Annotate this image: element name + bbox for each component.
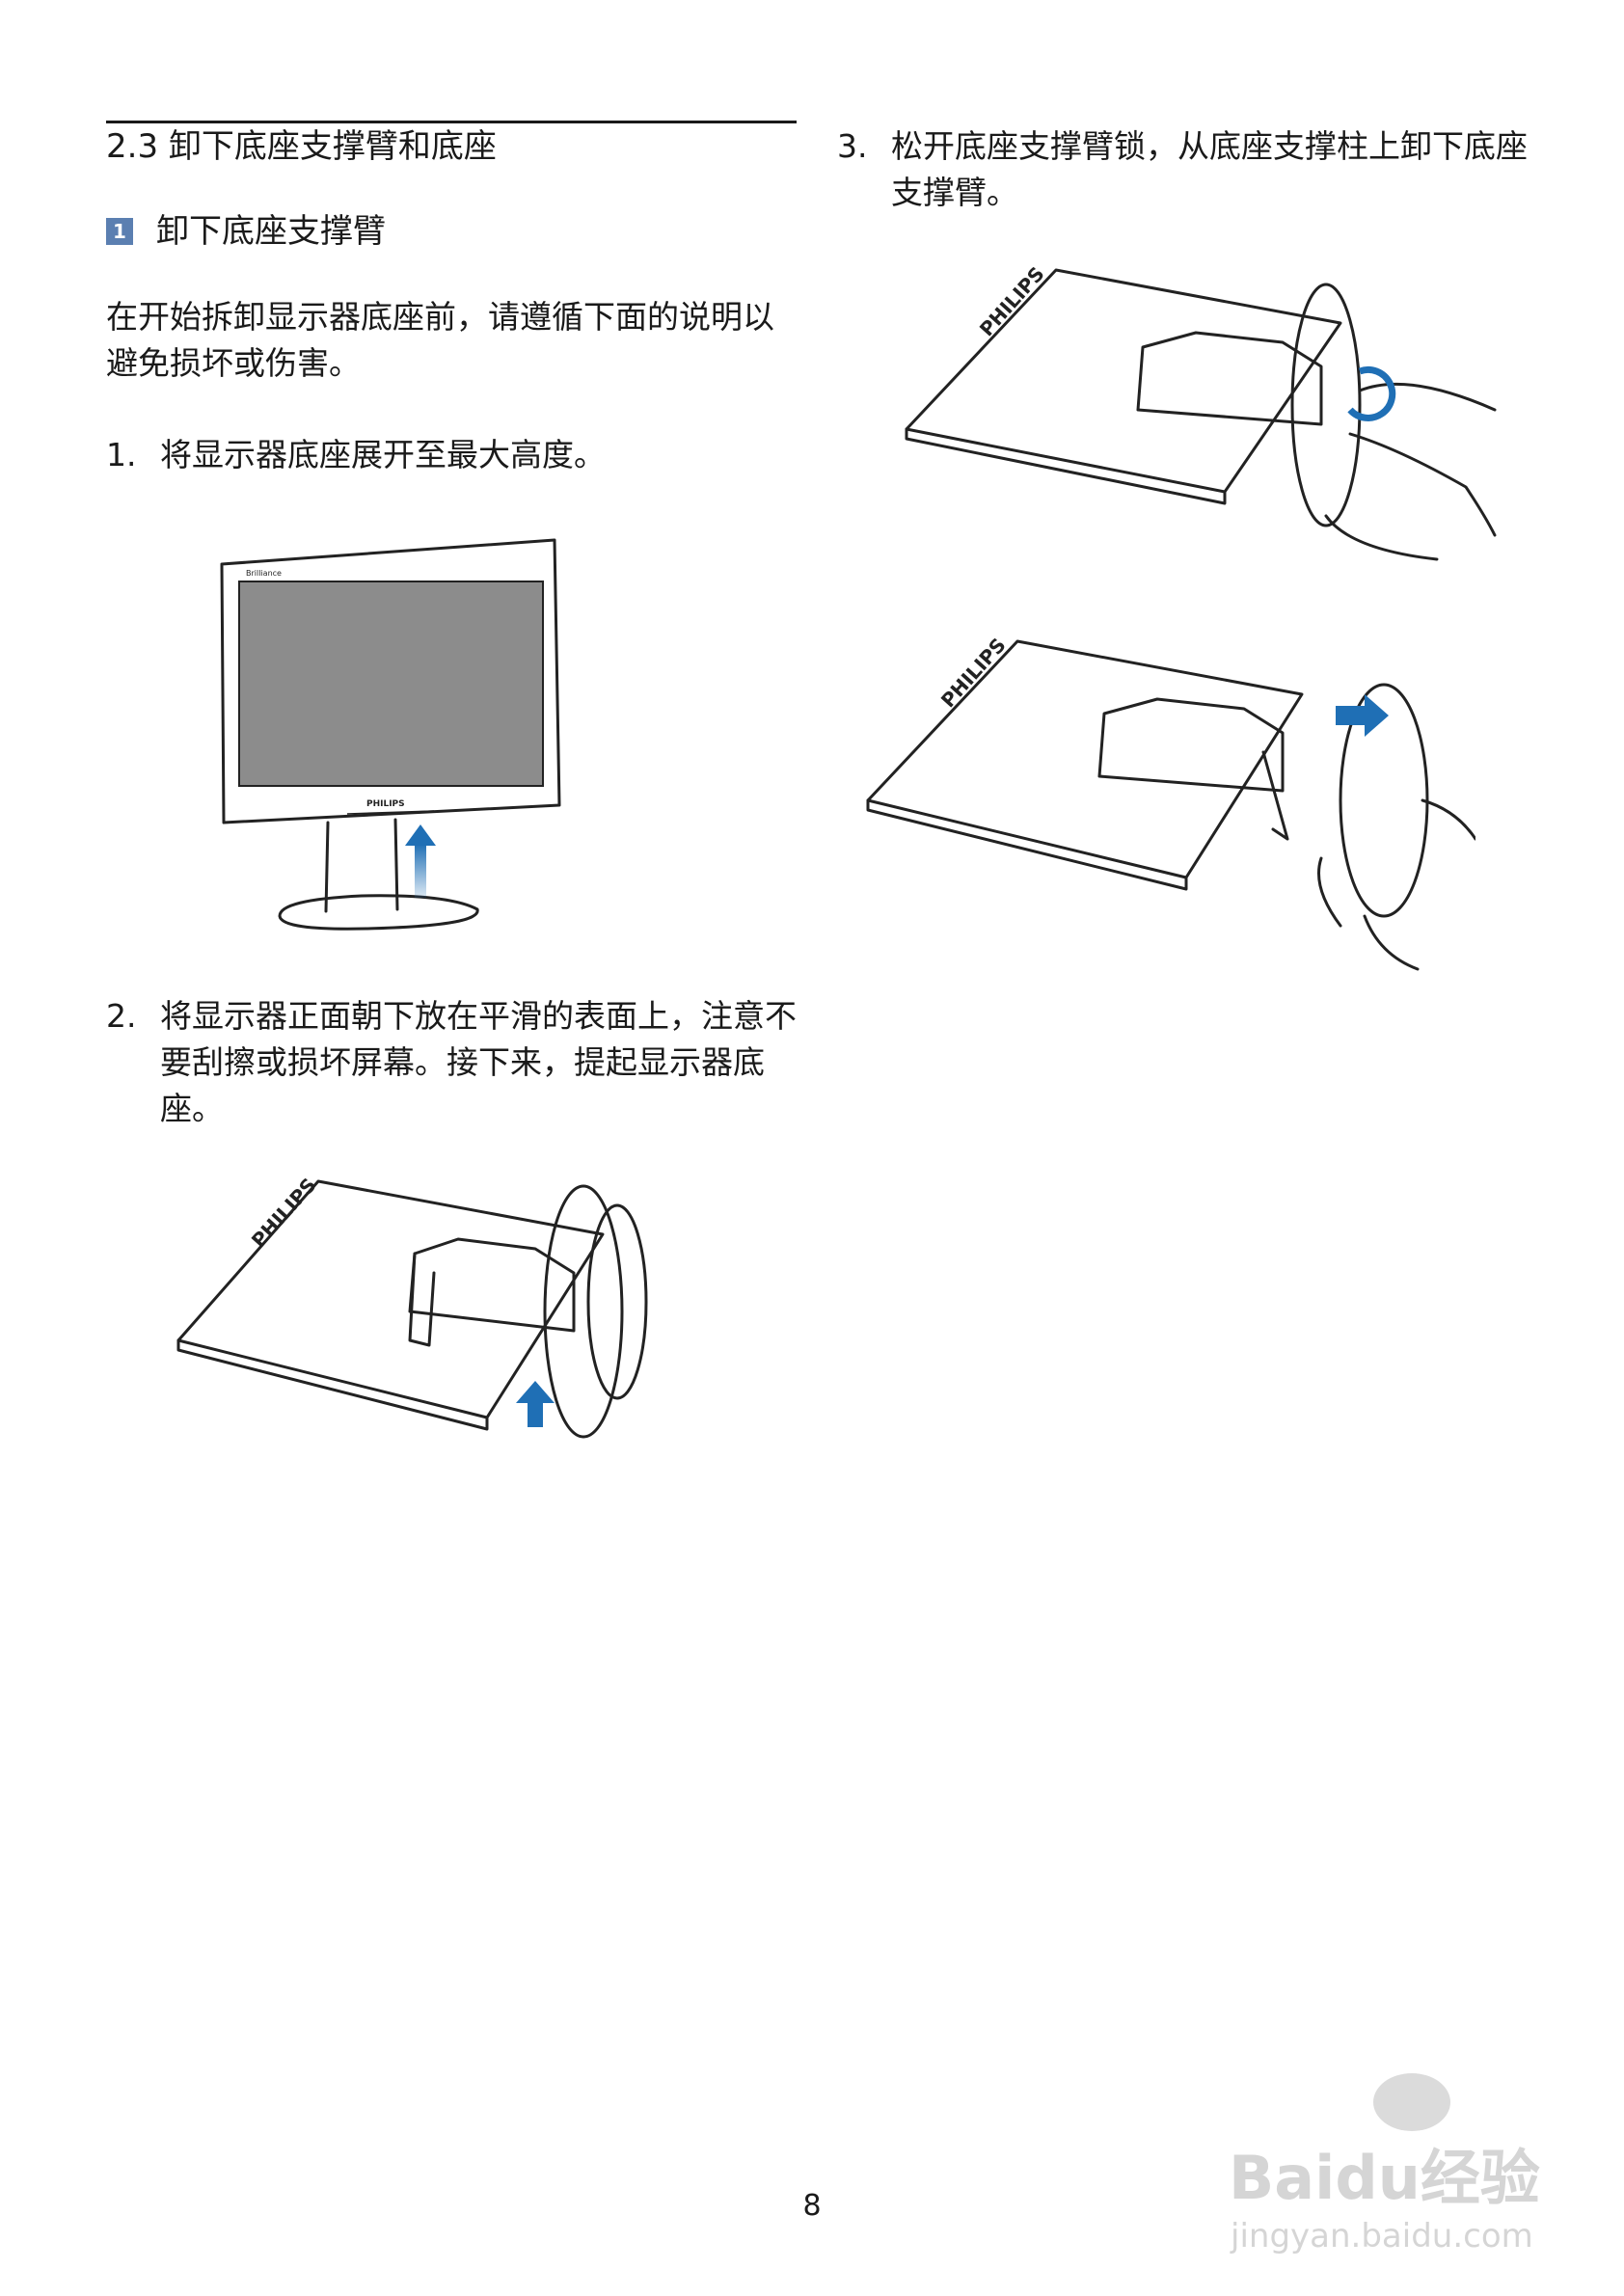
pull-arrow-icon bbox=[1336, 694, 1389, 737]
sub-heading: 1 卸下底座支撑臂 bbox=[106, 208, 386, 255]
watermark-logo: Baidu经验 bbox=[1229, 2143, 1540, 2213]
section-heading: 2.3 卸下底座支撑臂和底座 bbox=[106, 127, 497, 166]
rotate-arrow-icon bbox=[1347, 365, 1396, 421]
step-number: 1. bbox=[106, 436, 137, 473]
step-1: 1. 将显示器底座展开至最大高度。 bbox=[106, 432, 800, 478]
step-text: 将显示器正面朝下放在平滑的表面上，注意不要刮擦或损坏屏幕。接下来，提起显示器底座… bbox=[160, 997, 797, 1127]
step-2: 2. 将显示器正面朝下放在平滑的表面上，注意不要刮擦或损坏屏幕。接下来，提起显示… bbox=[106, 993, 800, 1132]
monitor-brand-text: PHILIPS bbox=[366, 799, 405, 809]
section-rule bbox=[106, 121, 797, 123]
step-number: 2. bbox=[106, 997, 137, 1035]
sub-heading-text: 卸下底座支撑臂 bbox=[156, 212, 386, 251]
lift-arrow-icon bbox=[516, 1381, 555, 1427]
step-badge: 1 bbox=[106, 218, 133, 245]
step-number: 3. bbox=[837, 127, 868, 165]
remove-arm-illustration: PHILIPS bbox=[866, 636, 1475, 971]
svg-text:Brilliance: Brilliance bbox=[246, 569, 282, 578]
step-text: 松开底座支撑臂锁，从底座支撑柱上卸下底座支撑臂。 bbox=[891, 127, 1528, 211]
monitor-face-down-lift-illustration: PHILIPS bbox=[176, 1176, 648, 1439]
step-text: 将显示器底座展开至最大高度。 bbox=[160, 436, 606, 473]
monitor-brand-text: PHILIPS bbox=[975, 265, 1049, 340]
monitor-upright-illustration: Brilliance PHILIPS bbox=[220, 538, 561, 931]
paw-icon bbox=[1373, 2073, 1450, 2131]
page-number: 8 bbox=[802, 2189, 822, 2223]
release-arm-lock-illustration: PHILIPS bbox=[905, 265, 1497, 561]
intro-paragraph: 在开始拆卸显示器底座前，请遵循下面的说明以避免损坏或伤害。 bbox=[106, 298, 774, 382]
monitor-brand-text: PHILIPS bbox=[936, 636, 1011, 712]
monitor-brand-text: PHILIPS bbox=[247, 1176, 321, 1252]
step-3: 3. 松开底座支撑臂锁，从底座支撑柱上卸下底座支撑臂。 bbox=[837, 123, 1551, 216]
baidu-watermark: Baidu经验 jingyan.baidu.com bbox=[1219, 2064, 1547, 2256]
watermark-url: jingyan.baidu.com bbox=[1230, 2217, 1533, 2255]
